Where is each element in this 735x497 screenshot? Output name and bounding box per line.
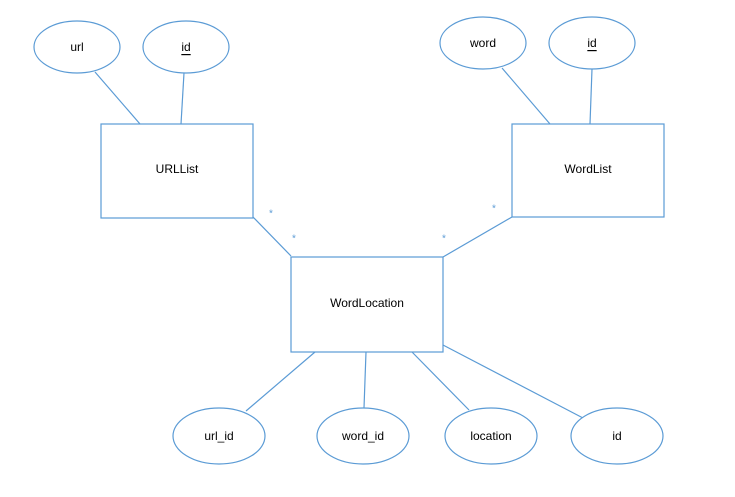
connector-wordlocation-location bbox=[411, 351, 470, 411]
attribute-word-label: word bbox=[469, 36, 496, 50]
entity-wordlocation-box bbox=[290, 256, 444, 353]
connector-wordlocation-word-id bbox=[363, 351, 367, 409]
attribute-url-label: url bbox=[70, 40, 83, 54]
attribute-wordlocation-id-label: id bbox=[612, 429, 621, 443]
entity-wordlist-label: WordList bbox=[564, 162, 612, 176]
attribute-urllist-id[interactable]: id bbox=[142, 20, 230, 74]
entity-wordlocation-label: WordLocation bbox=[330, 296, 404, 310]
attribute-url-id[interactable]: url_id bbox=[172, 407, 266, 465]
attribute-wordlist-id-ellipse bbox=[548, 16, 636, 70]
attribute-word-id-ellipse bbox=[316, 407, 410, 465]
multiplicity-wordlocation-right: * bbox=[442, 234, 446, 245]
attribute-word-id-label: word_id bbox=[341, 429, 384, 443]
attribute-url-ellipse bbox=[33, 20, 121, 74]
connector-wordlist-wordlocation bbox=[442, 216, 513, 258]
connector-wordlocation-id bbox=[442, 344, 584, 419]
attribute-wordlist-id-label: id bbox=[587, 36, 596, 50]
entity-urllist[interactable]: URLList bbox=[100, 123, 254, 219]
entity-wordlocation[interactable]: WordLocation bbox=[290, 256, 444, 353]
entity-urllist-box bbox=[100, 123, 254, 219]
attribute-url[interactable]: url bbox=[33, 20, 121, 74]
attribute-word-id[interactable]: word_id bbox=[316, 407, 410, 465]
attribute-word-ellipse bbox=[439, 16, 527, 70]
connector-wordlocation-url-id bbox=[245, 351, 316, 412]
attribute-wordlocation-id[interactable]: id bbox=[570, 407, 664, 465]
attribute-wordlocation-id-ellipse bbox=[570, 407, 664, 465]
connector-id-urllist bbox=[180, 72, 185, 125]
attribute-url-id-ellipse bbox=[172, 407, 266, 465]
attribute-urllist-id-label: id bbox=[181, 40, 190, 54]
multiplicity-wordlist: * bbox=[492, 204, 496, 215]
attribute-word[interactable]: word bbox=[439, 16, 527, 70]
connector-id-wordlist bbox=[589, 68, 593, 125]
attribute-location[interactable]: location bbox=[444, 407, 538, 465]
connector-word-wordlist bbox=[501, 67, 551, 125]
attribute-location-ellipse bbox=[444, 407, 538, 465]
connector-urllist-wordlocation bbox=[252, 216, 292, 257]
connector-url-urllist bbox=[94, 71, 141, 125]
multiplicity-wordlocation-left: * bbox=[292, 234, 296, 245]
entity-wordlist[interactable]: WordList bbox=[511, 123, 665, 218]
entity-urllist-label: URLList bbox=[156, 162, 199, 176]
attribute-wordlist-id[interactable]: id bbox=[548, 16, 636, 70]
attribute-location-label: location bbox=[470, 429, 511, 443]
entity-wordlist-box bbox=[511, 123, 665, 218]
multiplicity-urllist: * bbox=[269, 209, 273, 220]
attribute-url-id-label: url_id bbox=[204, 429, 233, 443]
attribute-urllist-id-ellipse bbox=[142, 20, 230, 74]
